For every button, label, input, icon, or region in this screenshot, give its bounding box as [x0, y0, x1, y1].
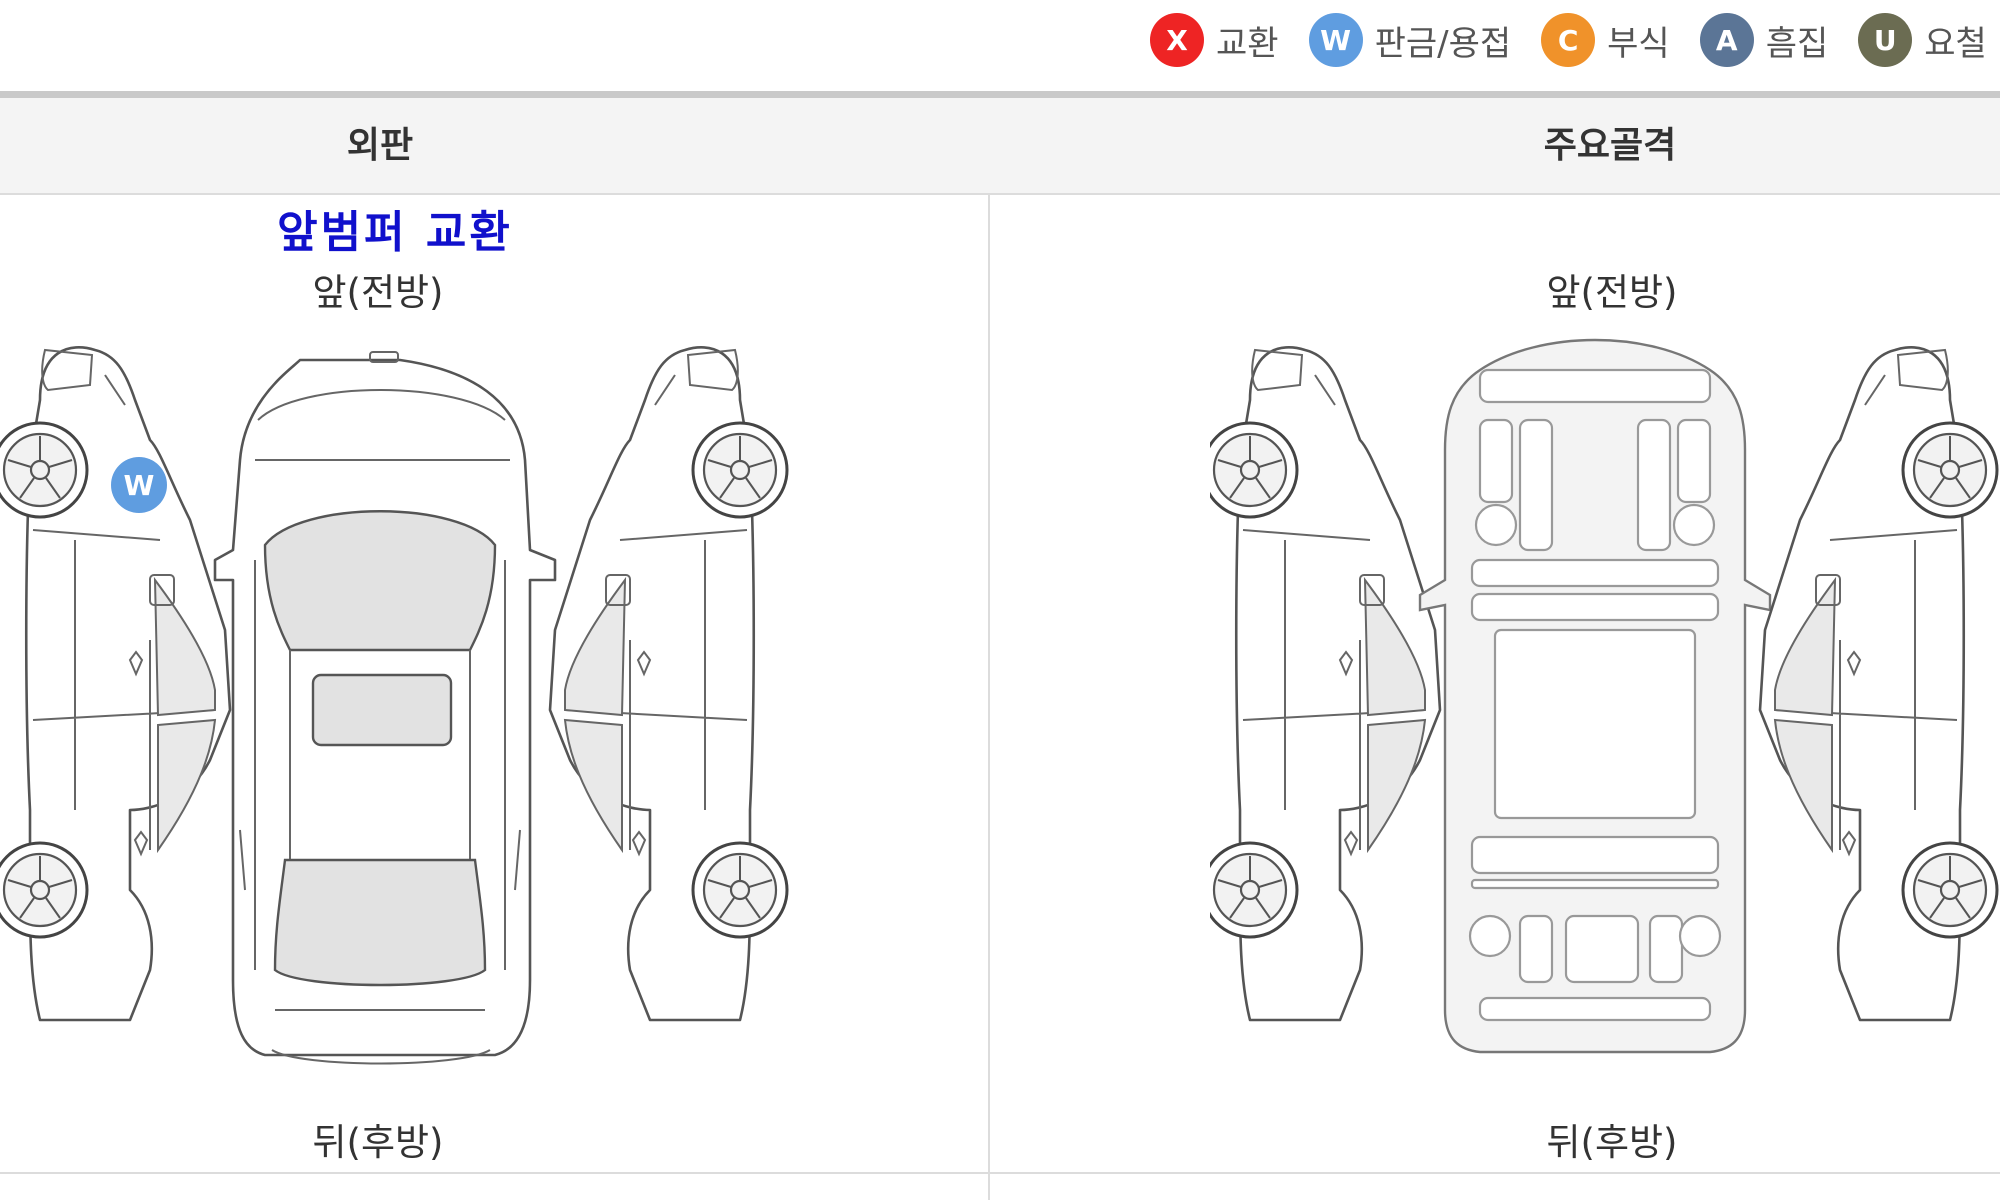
legend-label-dent: 요철: [1924, 23, 1987, 64]
legend-item-dent: U 요철: [1858, 13, 1987, 67]
exterior-rear-label: 뒤(후방): [312, 1121, 444, 1164]
legend-label-sheet-metal: 판금/용접: [1374, 23, 1512, 64]
right-side-view: [548, 346, 789, 1022]
legend-label-scratch: 흠집: [1765, 23, 1829, 64]
legend-item-exchange: X 교환: [1150, 13, 1279, 67]
column-title-exterior: 외판: [346, 125, 414, 166]
exchange-icon: X: [1150, 13, 1204, 67]
column-divider: [988, 194, 990, 1200]
top-view: [213, 351, 557, 1065]
legend-item-sheet-metal: W 판금/용접: [1308, 13, 1512, 67]
frame-front-label: 앞(전방): [1546, 271, 1678, 314]
legend-item-scratch: A 흠집: [1699, 13, 1829, 67]
damage-note: 앞범퍼 교환: [277, 207, 513, 258]
frame-skeleton: [1418, 338, 1772, 1054]
wheel-icon: [0, 841, 89, 939]
column-title-frame: 주요골격: [1543, 125, 1677, 166]
wheel-icon: [1210, 421, 1299, 519]
bottom-rule: [0, 1172, 2000, 1174]
dent-icon: U: [1858, 13, 1913, 67]
legend-item-corrosion: C 부식: [1541, 13, 1670, 67]
legend-label-corrosion: 부식: [1607, 23, 1670, 64]
scratch-icon: A: [1699, 13, 1754, 67]
damage-legend: X 교환 W 판금/용접 C 부식 A 흠집 U 요철: [1150, 8, 2000, 72]
frame-rear-label: 뒤(후방): [1546, 1121, 1678, 1164]
sheet-metal-icon: W: [1308, 13, 1363, 67]
wheel-icon: [0, 421, 89, 519]
frame-right-side-view: [1758, 346, 1999, 1022]
top-rule: [0, 91, 2000, 98]
exterior-front-label: 앞(전방): [312, 271, 444, 314]
exterior-car-diagram: [0, 346, 789, 1065]
legend-label-exchange: 교환: [1216, 23, 1279, 64]
table-header: [0, 98, 2000, 195]
damage-marker-sheet-metal[interactable]: W: [111, 457, 167, 513]
corrosion-icon: C: [1541, 13, 1596, 67]
wheel-icon: [1210, 841, 1299, 939]
frame-car-diagram: [1210, 338, 1999, 1054]
